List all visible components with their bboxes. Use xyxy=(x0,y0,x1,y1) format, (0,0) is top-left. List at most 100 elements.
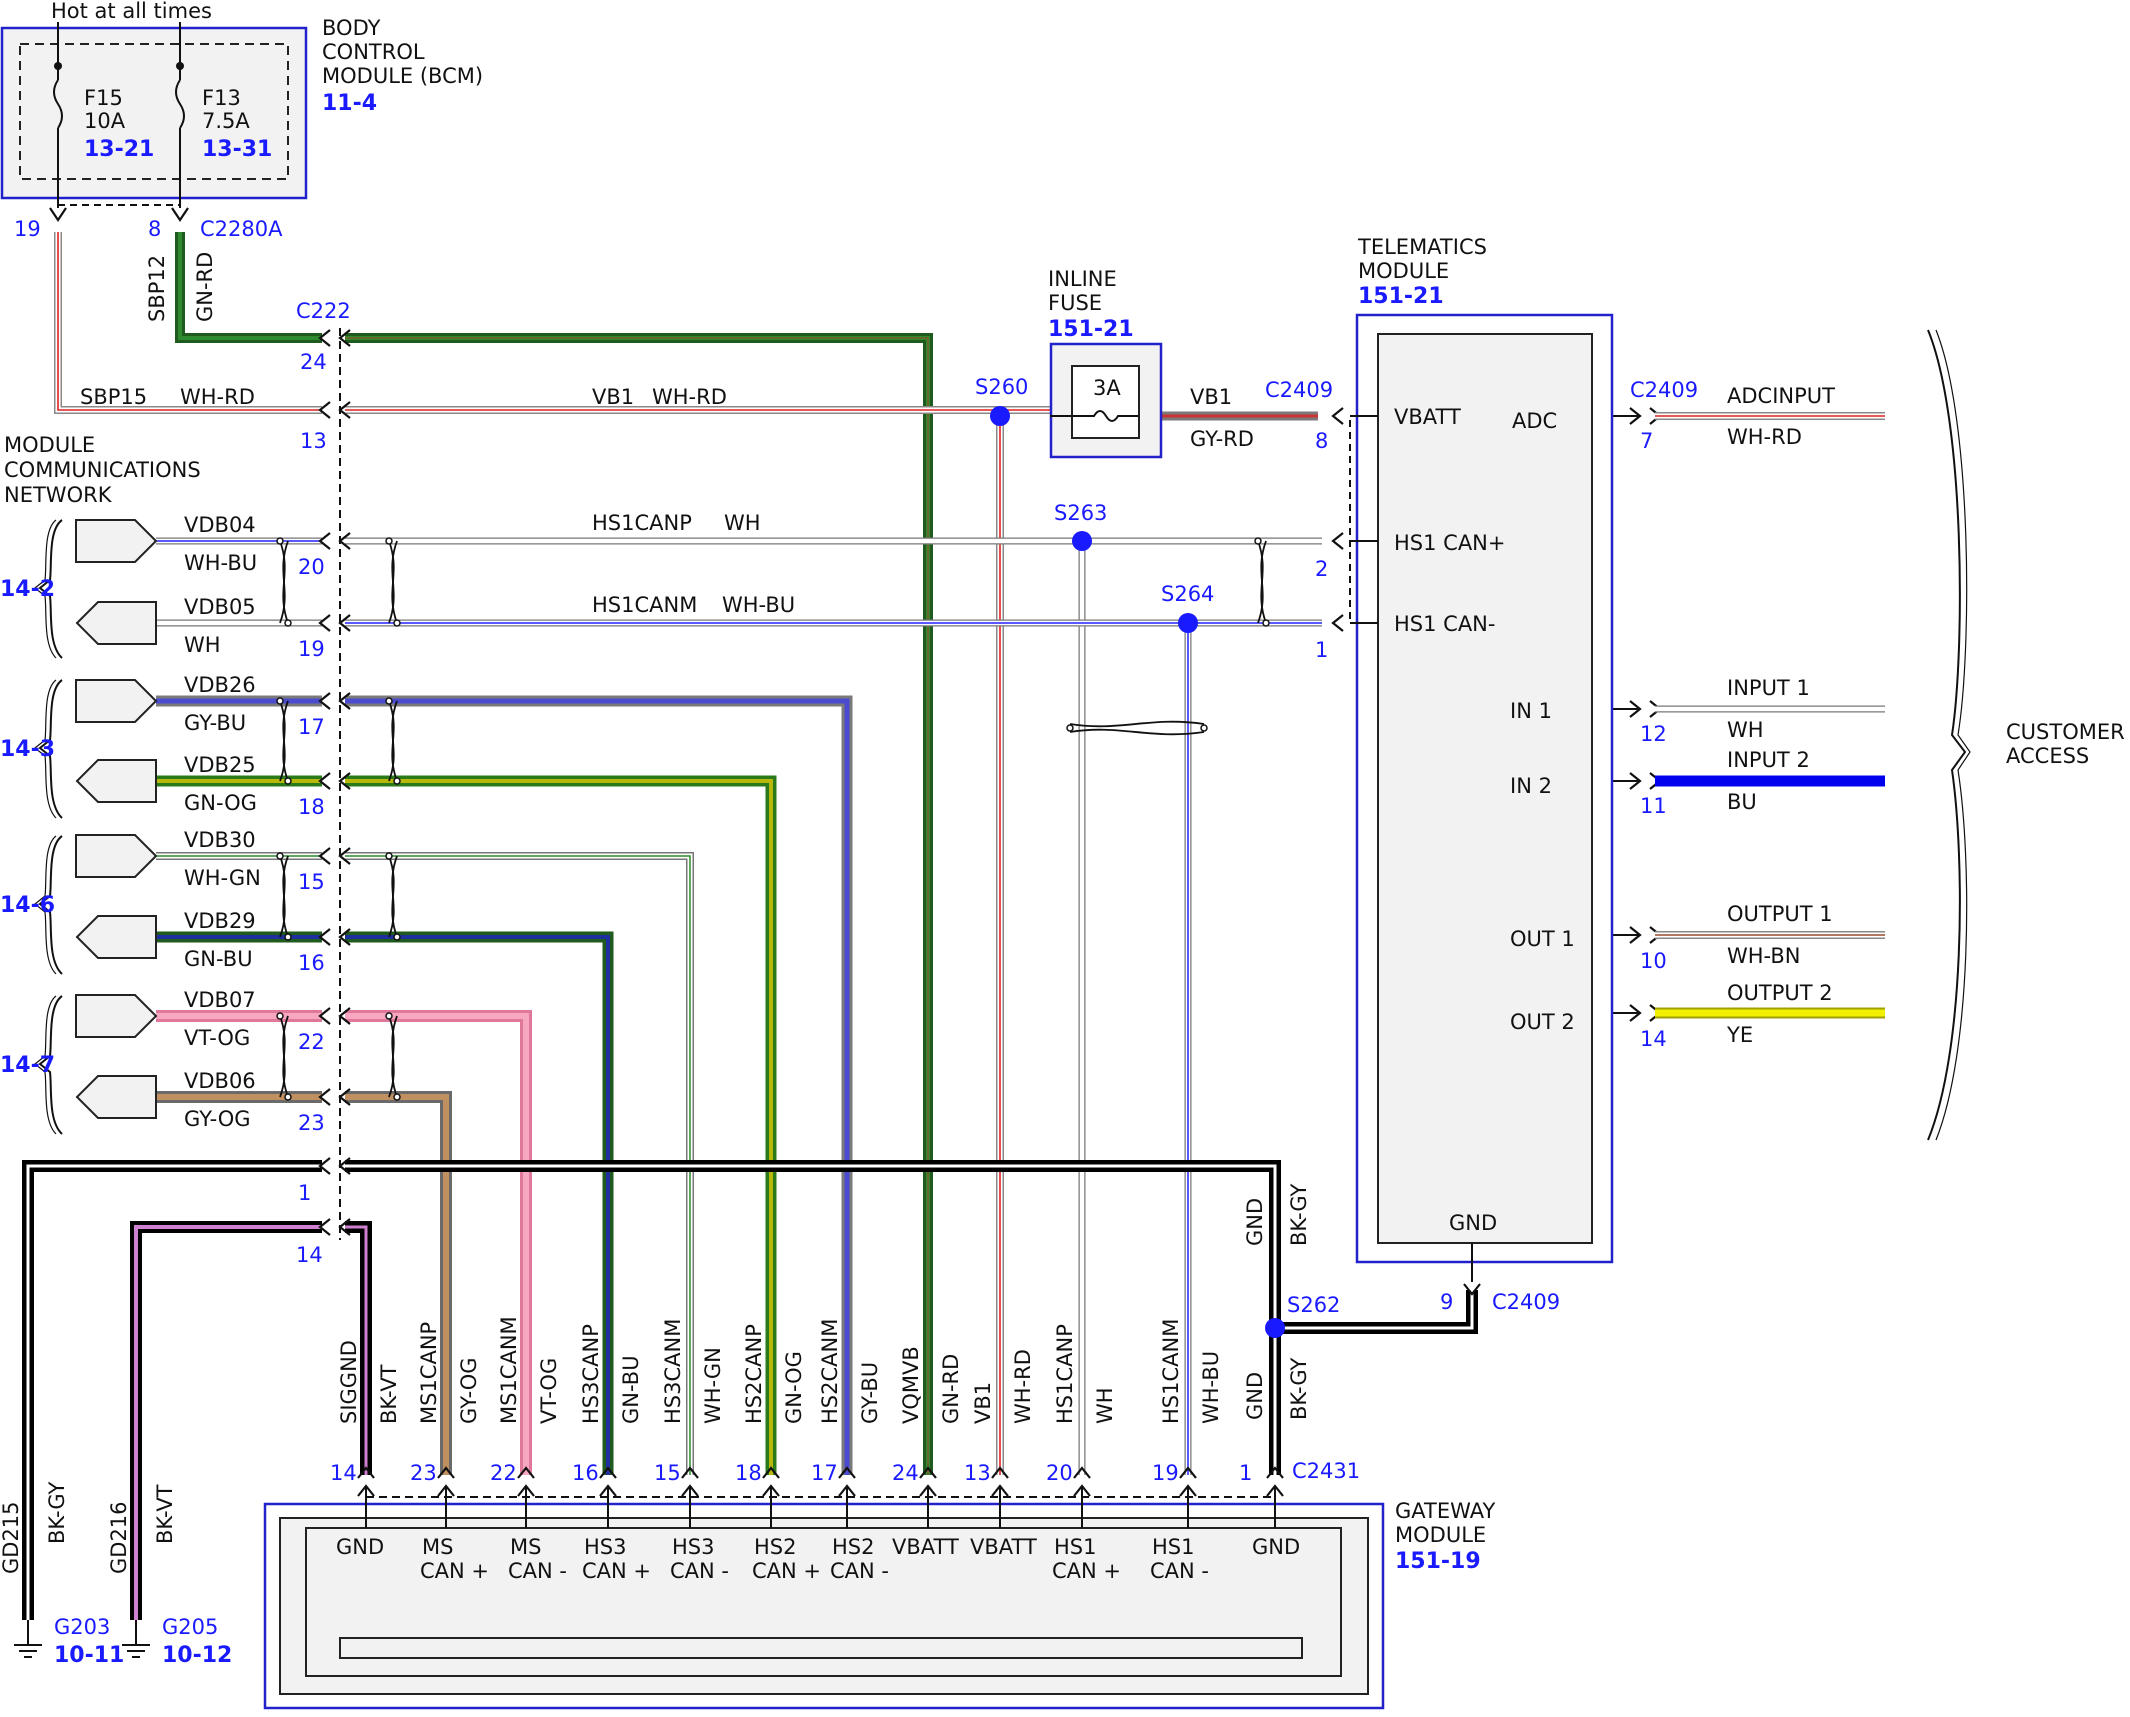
gateway-pin-number: 15 xyxy=(654,1461,681,1485)
telematics-vbatt-label: VBATT xyxy=(1394,405,1461,429)
fuse-f13-ref[interactable]: 13-31 xyxy=(202,137,272,162)
network-wire-color: WH-BU xyxy=(184,551,257,575)
gateway-pin-sublabel: CAN - xyxy=(830,1559,889,1583)
bcm-pin-8: 8 xyxy=(148,217,161,241)
network-group-ref[interactable]: 14-3 xyxy=(0,737,55,762)
bcm-ref[interactable]: 11-4 xyxy=(322,91,377,116)
ground-wire-color: BK-GY xyxy=(45,1481,69,1544)
sbp12-pin: 24 xyxy=(300,350,327,374)
network-wire-color: WH-GN xyxy=(184,866,261,890)
network-connector-icon xyxy=(75,915,157,959)
bcm-bus-node-f13 xyxy=(176,62,184,70)
vb1-gyrd-circuit: VB1 xyxy=(1190,385,1232,409)
telematics-adc-label: ADC xyxy=(1512,409,1557,433)
output-wires xyxy=(1592,407,1885,1022)
telematics-pin-2: 2 xyxy=(1315,557,1328,581)
wire-hs1canm xyxy=(345,619,1322,1475)
gd216-pin-14: 14 xyxy=(296,1243,323,1267)
gateway-pin-label: GND xyxy=(336,1535,384,1559)
splice-s263[interactable] xyxy=(1072,531,1092,551)
network-wire-circuit: VDB05 xyxy=(184,595,256,619)
gateway-pin-number: 18 xyxy=(735,1461,762,1485)
output2-color: YE xyxy=(1726,1023,1753,1047)
gateway-title-1: GATEWAY xyxy=(1395,1499,1495,1523)
inline-fuse: 3A INLINE FUSE 151-21 xyxy=(1048,267,1163,459)
gateway-pin-label: GND xyxy=(1252,1535,1300,1559)
customer-access-title-2: ACCESS xyxy=(2006,744,2089,768)
telematics-in2-label: IN 2 xyxy=(1510,774,1552,798)
gateway-pin-label: HS1 xyxy=(1054,1535,1096,1559)
splice-s262[interactable] xyxy=(1265,1318,1285,1338)
ground-ref[interactable]: 10-11 xyxy=(54,1643,124,1668)
gateway-pin-color: BK-VT xyxy=(377,1364,401,1424)
gateway-pin-color: WH-GN xyxy=(701,1347,725,1424)
telematics-pin-9: 9 xyxy=(1440,1290,1453,1314)
gateway-pin-color: GN-OG xyxy=(782,1351,806,1424)
splice-s264-label: S264 xyxy=(1161,582,1214,606)
network-group-ref[interactable]: 14-6 xyxy=(0,893,55,918)
connector-arrow-icon xyxy=(49,207,67,222)
wire-layer xyxy=(22,232,1885,1620)
ground-point-label: G203 xyxy=(54,1615,110,1639)
gateway-title-2: MODULE xyxy=(1395,1523,1486,1547)
inline-fuse-title-1: INLINE xyxy=(1048,267,1117,291)
connector-arrow-icon xyxy=(991,1466,1009,1479)
gateway-pin-color: GY-BU xyxy=(858,1362,882,1424)
gateway-pin-label: HS3 xyxy=(584,1535,626,1559)
inline-fuse-ref[interactable]: 151-21 xyxy=(1048,317,1134,342)
gateway-c2431-label: C2431 xyxy=(1292,1459,1360,1483)
wire-vqmvb xyxy=(345,333,933,1475)
network-wire-color: GY-BU xyxy=(184,711,246,735)
ground-point-label: G205 xyxy=(162,1615,218,1639)
gateway-pin-circuit: MS1CANM xyxy=(497,1316,521,1424)
splice-s263-label: S263 xyxy=(1054,501,1107,525)
gateway-pin-color: GY-OG xyxy=(457,1357,481,1424)
wire-sbp12 xyxy=(175,232,322,343)
network-group-ref[interactable]: 14-2 xyxy=(0,577,55,602)
gateway-ref[interactable]: 151-19 xyxy=(1395,1549,1481,1574)
fuse-f15-ref[interactable]: 13-21 xyxy=(84,137,154,162)
inline-fuse-body xyxy=(1071,365,1140,439)
network-group-ref[interactable]: 14-7 xyxy=(0,1053,55,1078)
telematics-hs1canp-label: HS1 CAN+ xyxy=(1394,531,1506,555)
gateway-pin-sublabel: CAN - xyxy=(670,1559,729,1583)
gateway-pin-number: 1 xyxy=(1239,1461,1252,1485)
network-wire-circuit: VDB29 xyxy=(184,909,256,933)
network-wire-pin: 15 xyxy=(298,870,325,894)
bcm-title-1: BODY xyxy=(322,16,381,40)
bcm-outline xyxy=(0,26,308,200)
bcm-bus-node-f15 xyxy=(54,62,62,70)
inline-fuse-rating: 3A xyxy=(1093,376,1121,400)
bcm-module: Hot at all times F15 10A 13-21 F13 7.5A … xyxy=(0,0,483,241)
gateway-pin-circuit: VQMVB xyxy=(899,1346,923,1424)
gateway-pin-sublabel: CAN + xyxy=(582,1559,651,1583)
c222-label: C222 xyxy=(296,299,351,323)
network-wire-pin: 19 xyxy=(298,637,325,661)
connector-arrow-icon xyxy=(437,1466,455,1479)
customer-access-title-1: CUSTOMER xyxy=(2006,720,2125,744)
gateway-body-outer xyxy=(279,1517,1369,1695)
ground-ref[interactable]: 10-12 xyxy=(162,1643,232,1668)
inline-fuse-icon xyxy=(1072,410,1139,422)
gateway-pin-number: 17 xyxy=(811,1461,838,1485)
connector-arrow-icon xyxy=(318,928,331,946)
connector-arrow-icon xyxy=(318,329,331,347)
gateway-pin-color: GN-BU xyxy=(619,1355,643,1424)
telematics-title-2: MODULE xyxy=(1358,259,1449,283)
splice-s264[interactable] xyxy=(1178,613,1198,633)
telematics-c2409-label: C2409 xyxy=(1265,378,1333,402)
splice-s260[interactable] xyxy=(990,406,1010,426)
wire-labels: SBP15 WH-RD 13 24 SBP12 GN-RD VB1 WH-RD … xyxy=(80,252,1311,1420)
telematics-ref[interactable]: 151-21 xyxy=(1358,284,1444,309)
gateway-pin-circuit: HS3CANM xyxy=(661,1319,685,1424)
network-connector-icon xyxy=(75,1075,157,1119)
output1-circuit: OUTPUT 1 xyxy=(1727,902,1833,926)
